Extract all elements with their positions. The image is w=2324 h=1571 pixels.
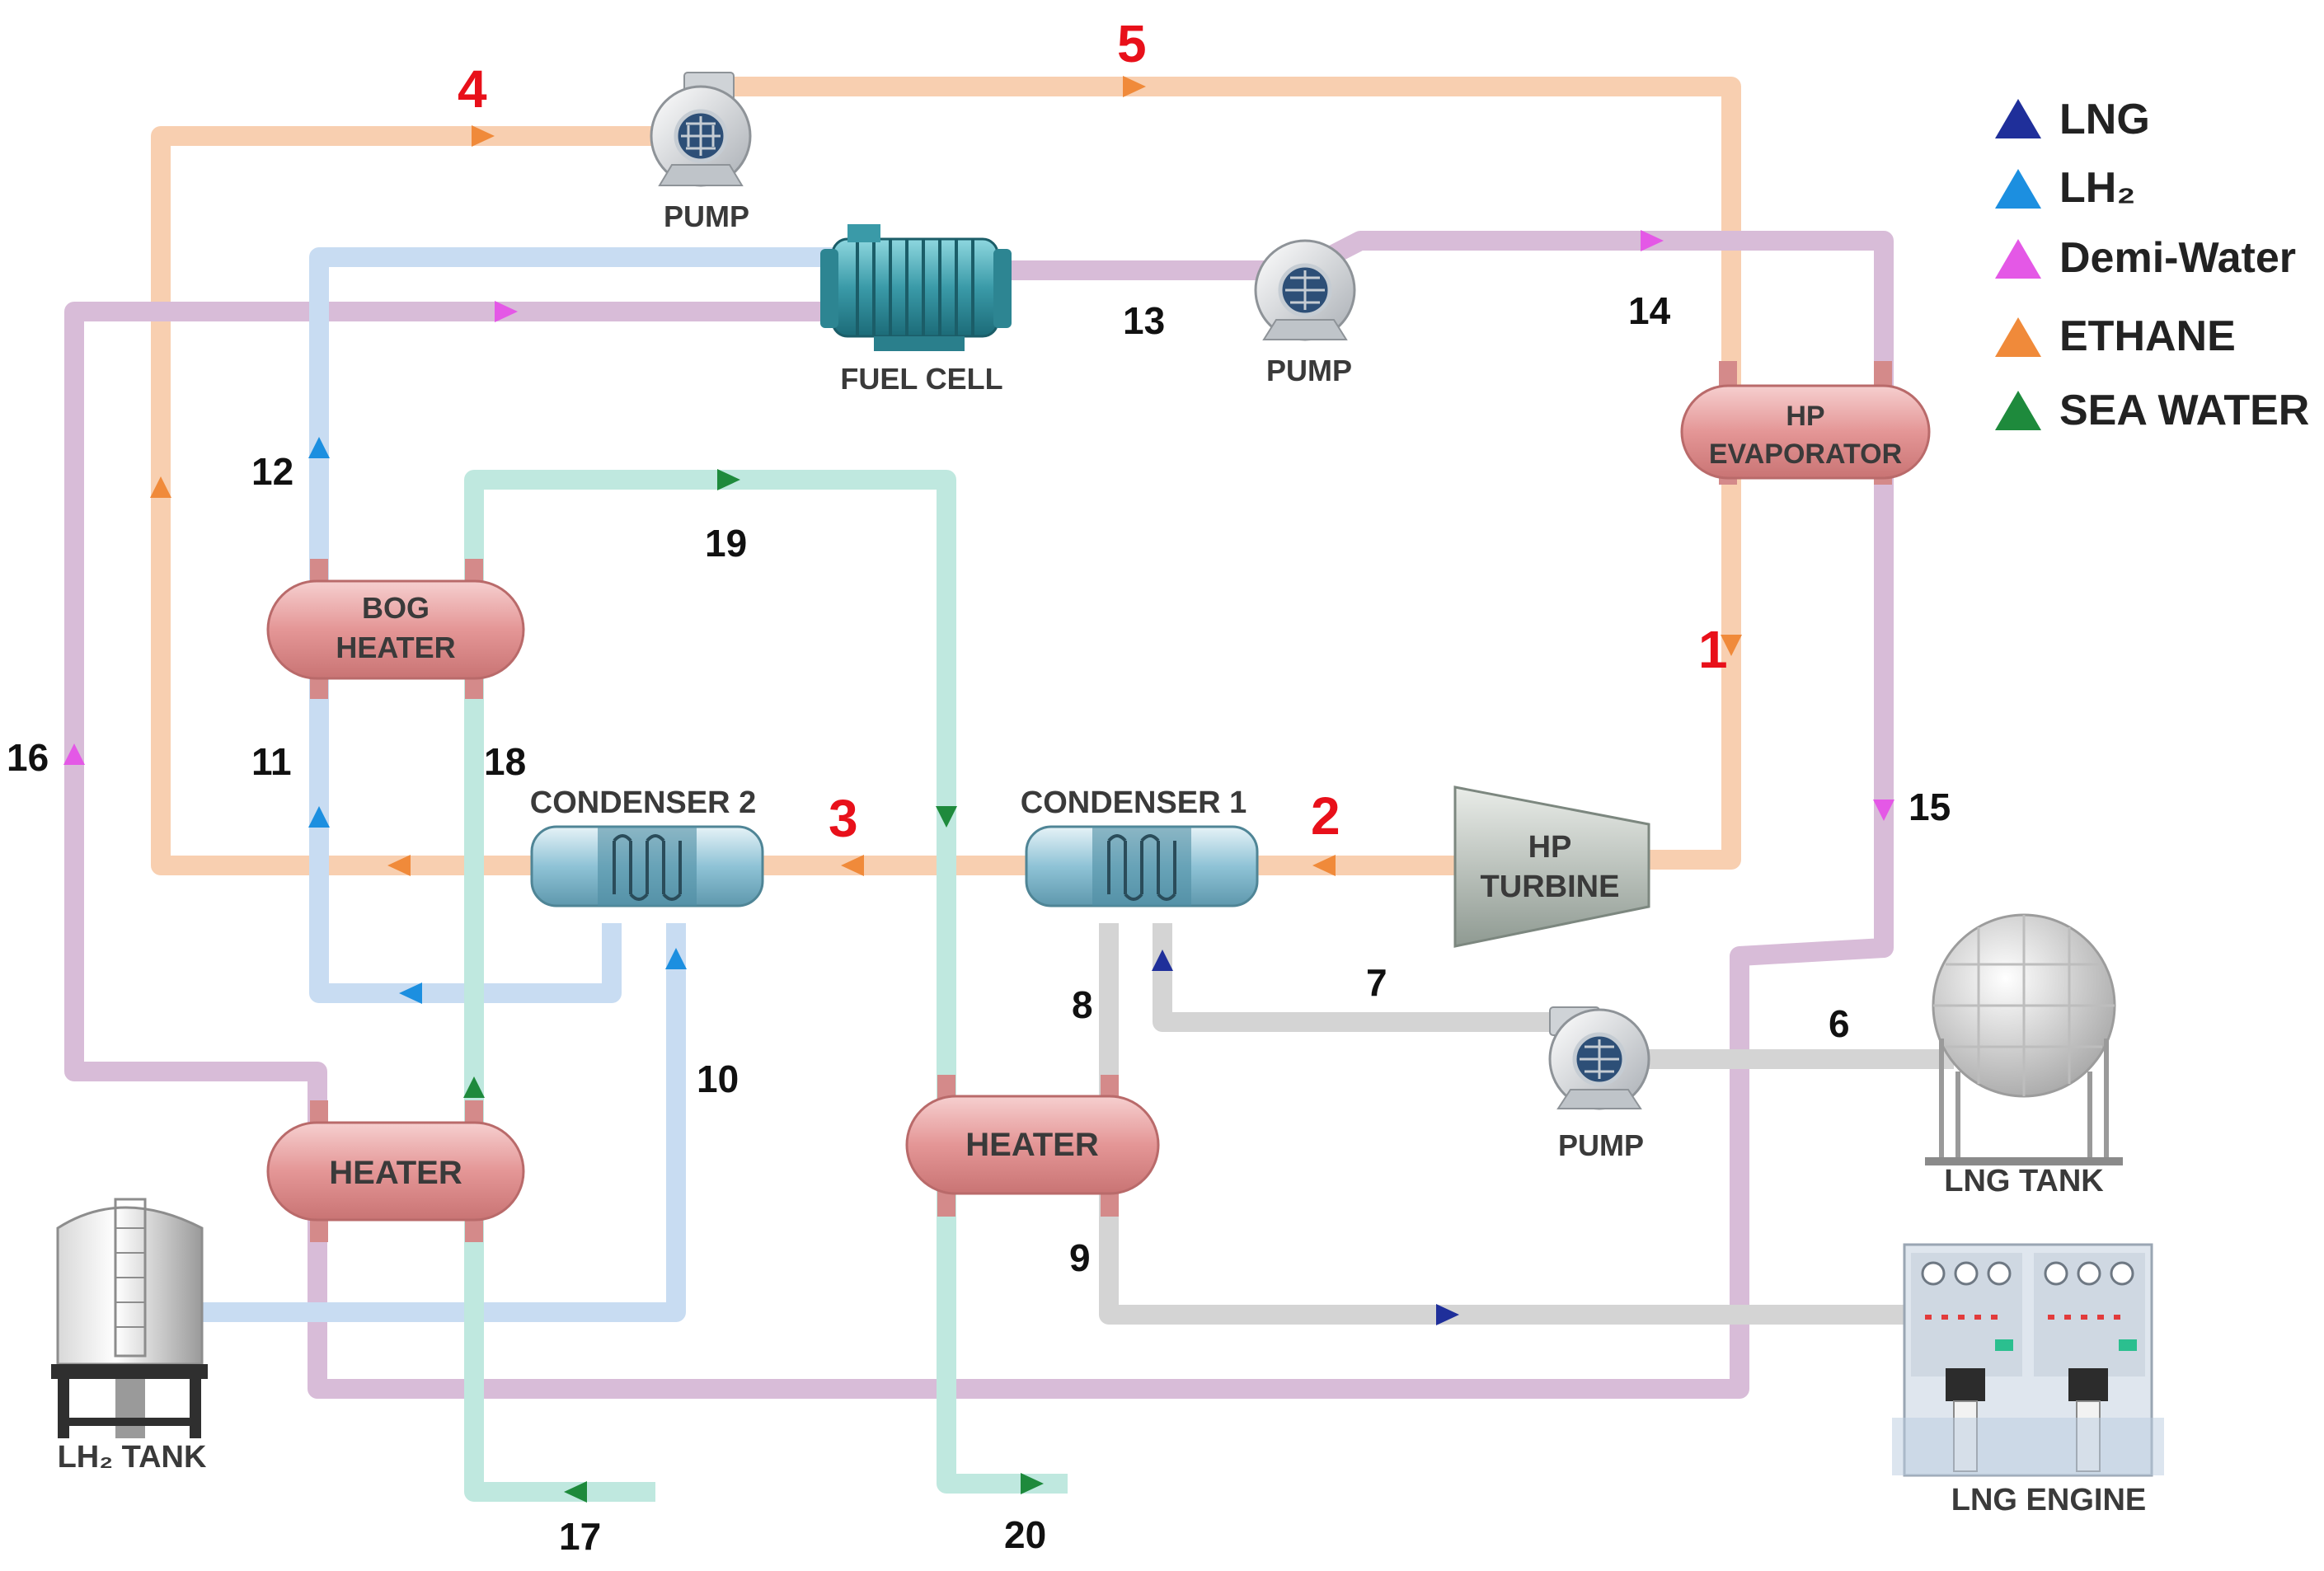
stream-8: 8 [1072,983,1093,1026]
lng-tank [1925,913,2123,1165]
lng-engine-label: LNG ENGINE [1951,1483,2146,1517]
ethane-arrow-2 [1312,855,1336,876]
demi-arrow-fc [495,301,518,322]
pump-lng [1548,1006,1650,1110]
state-1: 1 [1698,620,1728,679]
stream-9: 9 [1069,1236,1091,1279]
state-3: 3 [829,789,858,848]
flow-arrows [63,76,1894,1503]
legend-seawater-icon [1995,391,2041,430]
legend-demi-icon [1995,239,2041,279]
sea-arrow-19 [717,469,740,490]
hp-turbine-label-2: TURBINE [1481,870,1620,904]
bog-heater-label-2: HEATER [336,631,455,664]
stream-11: 11 [251,740,292,783]
lh2-arrow-12 [308,437,330,458]
state-2: 2 [1311,786,1340,846]
fuel-cell-label: FUEL CELL [840,362,1002,396]
stream-12: 12 [251,450,293,493]
heater-left [266,1100,525,1242]
fuel-cell [820,224,1012,351]
stream-16: 16 [7,736,49,779]
ethane-arrow-3 [841,855,864,876]
lng-pipe-engine [1099,923,1904,1325]
lh2-tank-label: LH₂ TANK [58,1440,207,1475]
ethane-arrow-5 [1123,76,1146,97]
ethane-arrow-left [387,855,411,876]
sea-arrow-up [463,1076,485,1098]
hp-evaporator [1680,361,1931,485]
legend-lh2-icon [1995,169,2041,209]
sea-pipe-a [464,470,1068,1494]
condenser-1 [1025,825,1259,907]
condenser-2 [530,825,764,907]
ethane-arrow-up [150,476,171,498]
stream-14: 14 [1628,289,1671,332]
lh2-arrow-10 [665,948,687,969]
ethane-arrow-4 [472,125,495,147]
pump-mid-label: PUMP [1266,354,1352,387]
bog-heater-label-1: BOG [362,591,430,625]
condenser-1-label: CONDENSER 1 [1021,786,1247,820]
ethane-arrow-1 [1721,635,1742,656]
lng-arrow-7 [1152,950,1173,971]
stream-7: 7 [1366,961,1387,1004]
lh2-arrow-bottom [399,982,422,1004]
legend-ethane-label: ETHANE [2059,312,2236,360]
pipes [64,77,1954,1502]
lng-tank-label: LNG TANK [1944,1164,2104,1198]
bog-heater [266,559,525,699]
stream-10: 10 [697,1057,739,1100]
condenser-2-label: CONDENSER 2 [530,786,757,820]
pump-top [650,72,752,187]
hp-turbine-label-1: HP [1528,830,1572,865]
legend-lh2-label: LH₂ [2059,164,2135,212]
lng-engine [1892,1243,2164,1477]
legend-demi-label: Demi-Water [2059,234,2296,282]
demi-arrow-15 [1873,800,1894,821]
state-5: 5 [1117,14,1147,73]
sea-arrow-down [936,806,957,828]
stream-15: 15 [1908,786,1951,828]
sea-arrow-20 [1021,1473,1044,1494]
stream-20: 20 [1004,1513,1046,1556]
stream-19: 19 [705,522,747,565]
lh2-pipe [309,247,833,1003]
heater-left-label: HEATER [329,1155,462,1191]
stream-18: 18 [484,740,526,783]
hp-evaporator-label-1: HP [1786,401,1824,432]
legend-lng-icon [1995,99,2041,138]
pump-top-label: PUMP [664,199,749,233]
heater-mid-label: HEATER [965,1127,1099,1163]
sea-arrow-17 [564,1481,587,1503]
legend-ethane-icon [1995,317,2041,357]
stream-17: 17 [559,1515,601,1558]
lh2-tank [51,1198,208,1438]
legend-lng-label: LNG [2059,96,2150,143]
demi-arrow-14 [1641,230,1664,251]
ethane-pipe-left [151,126,1472,875]
lh2-pipe-supply [202,923,686,1322]
legend: LNG LH₂ Demi-Water ETHANE SEA WATER [1995,96,2309,434]
pump-mid [1254,239,1356,341]
legend-seawater-label: SEA WATER [2059,387,2309,434]
state-4: 4 [458,59,487,119]
sea-pipe-b [464,1125,655,1502]
stream-6: 6 [1829,1002,1850,1045]
lh2-arrow-11 [308,806,330,828]
heater-mid [905,1075,1160,1217]
lng-arrow-9 [1436,1304,1459,1325]
demi-arrow-16 [63,743,85,765]
hp-evaporator-label-2: EVAPORATOR [1709,438,1902,470]
pump-lng-label: PUMP [1558,1128,1644,1162]
stream-13: 13 [1123,299,1165,342]
hp-turbine [1453,786,1650,948]
